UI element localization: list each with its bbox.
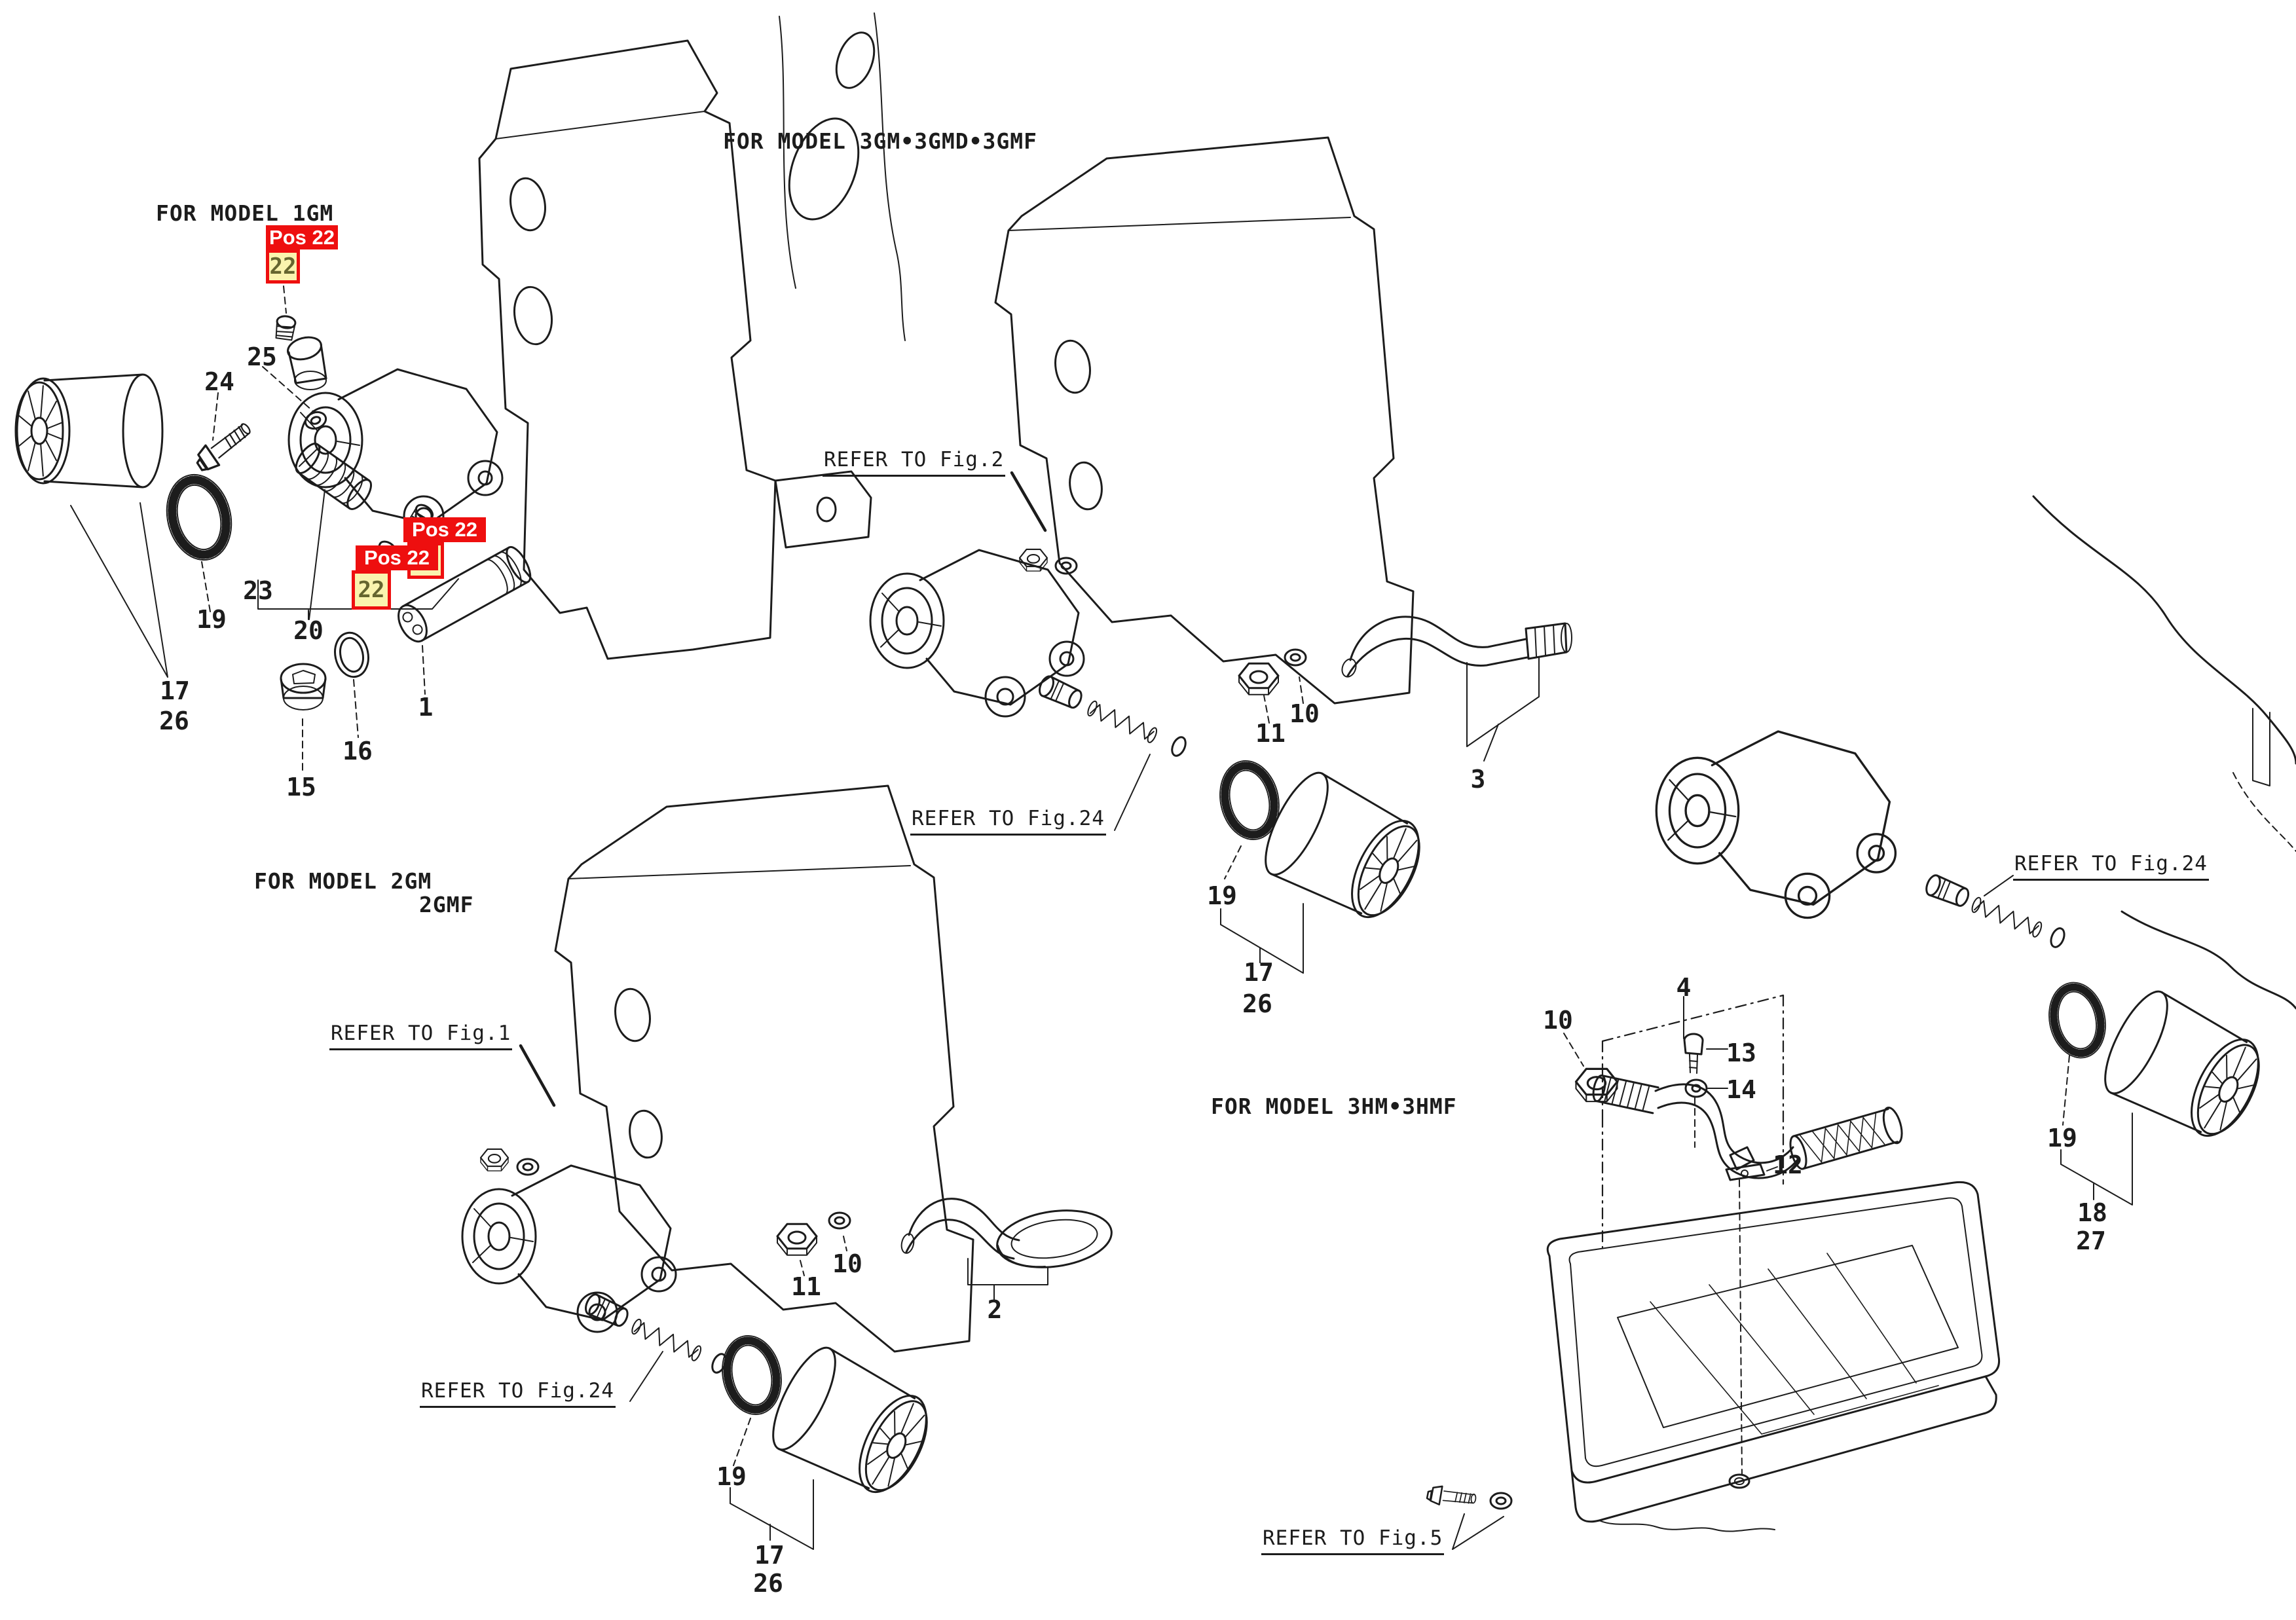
oil-pump-right (1655, 730, 2276, 1152)
part-number-label: 27 (2076, 1226, 2106, 1255)
part-number-label: 18 (2077, 1198, 2107, 1227)
model-section-header: FOR MODEL 1GM (156, 200, 334, 226)
part-number-label: 14 (1726, 1075, 1756, 1104)
part-number-label: 20 (293, 616, 324, 645)
part-number-label: 16 (343, 737, 373, 765)
part-number-label: 24 (204, 367, 234, 396)
leader-lines-right (2060, 1055, 2133, 1206)
part-number-label: 19 (2047, 1124, 2077, 1152)
pos-22-callout: Pos 22 (403, 517, 486, 542)
refer-to-figure-label: REFER TO Fig.24 (2013, 852, 2209, 881)
part-number-label: 10 (1289, 699, 1320, 728)
engine-block-2gm (554, 784, 974, 1353)
model-section-header: FOR MODEL 2GM (254, 868, 432, 894)
oil-pump-1gm (14, 314, 532, 710)
part-number-label: 26 (159, 707, 189, 735)
engine-block-right (2032, 495, 2296, 1010)
leader-lines-2gm (730, 1236, 1048, 1550)
refer-to-figure-label: REFER TO Fig.1 (329, 1022, 513, 1050)
pos-22-callout: Pos 22 (266, 225, 338, 249)
part-number-label: 12 (1773, 1151, 1803, 1179)
pos-22-callout: Pos 22 (356, 545, 438, 570)
engine-block-3gm (994, 136, 1415, 705)
part-number-label: 19 (196, 605, 227, 634)
part-number-label: 10 (1543, 1006, 1573, 1035)
refer-to-figure-label: REFER TO Fig.24 (420, 1379, 616, 1408)
part-number-label: 2 (987, 1295, 1003, 1324)
highlighted-part-number-box: 22 (266, 249, 300, 284)
part-number-label: 15 (286, 773, 316, 801)
model-section-header: FOR MODEL 3HM•3HMF (1211, 1094, 1457, 1119)
part-number-label: 3 (1470, 765, 1486, 794)
part-number-label: 11 (1255, 719, 1286, 748)
part-number-label: 17 (160, 676, 190, 705)
model-section-header: FOR MODEL 3GM•3GMD•3GMF (723, 128, 1037, 154)
refer-to-figure-label: REFER TO Fig.2 (823, 448, 1006, 477)
part-number-label: 23 (243, 576, 273, 605)
highlighted-part-number-box: 22 (352, 570, 391, 610)
engine-block-1gm (478, 12, 906, 660)
part-number-label: 13 (1726, 1039, 1756, 1067)
part-number-label: 17 (754, 1541, 785, 1570)
leader-lines-1gm (70, 285, 459, 775)
oil-pump-2gm (461, 1044, 1113, 1508)
suction-pipe-3hm (1563, 994, 1903, 1475)
part-number-label: 17 (1244, 958, 1274, 987)
part-number-label: 4 (1676, 973, 1692, 1002)
part-number-label: 19 (1207, 881, 1237, 910)
oil-pan-3hm (1426, 1181, 2001, 1550)
part-number-label: 25 (247, 342, 277, 371)
refer-to-figure-label: REFER TO Fig.5 (1261, 1526, 1445, 1555)
part-number-label: 19 (716, 1462, 747, 1491)
oil-pump-3gm (869, 471, 1572, 933)
model-section-header: 2GMF (419, 892, 474, 917)
part-number-label: 11 (791, 1272, 821, 1301)
part-number-label: 26 (1242, 989, 1272, 1018)
part-number-label: 10 (832, 1249, 862, 1278)
refer-to-figure-label: REFER TO Fig.24 (910, 807, 1106, 836)
part-number-label: 26 (753, 1569, 783, 1598)
part-number-label: 1 (418, 693, 434, 722)
leader-lines-3gm (1220, 657, 1540, 974)
